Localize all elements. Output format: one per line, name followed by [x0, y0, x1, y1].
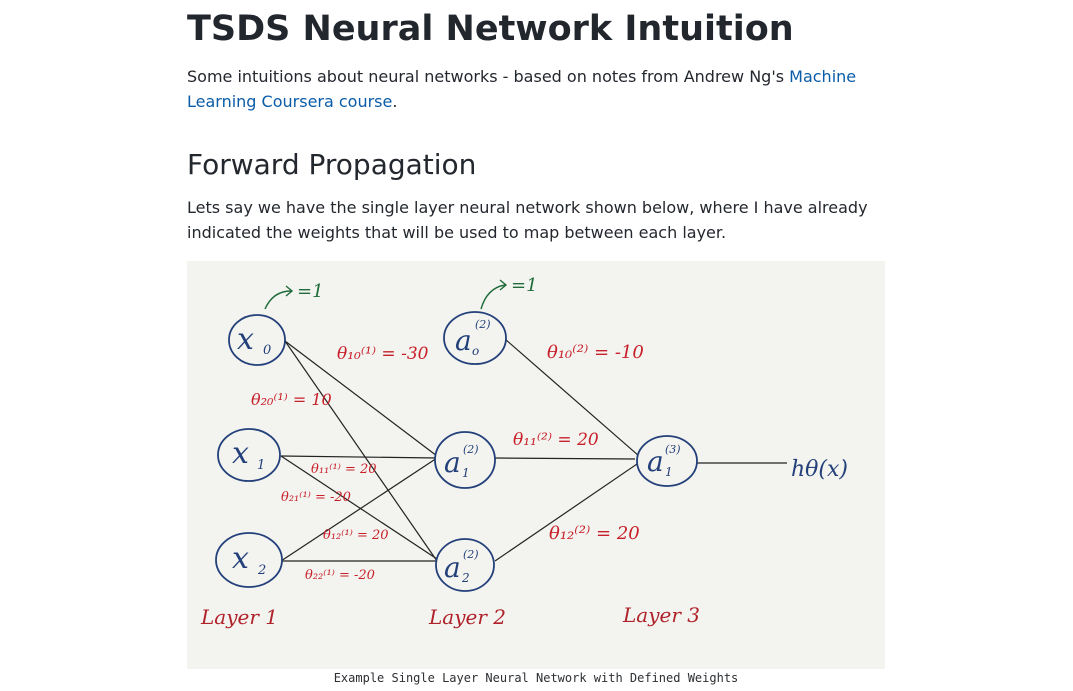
- neural-network-figure: =1 =1 x 0 x 1 x 2 a o (2): [187, 261, 885, 669]
- node-a3-sub: 1: [665, 465, 673, 479]
- weight-theta11-layer2: θ₁₁⁽²⁾ = 20: [513, 430, 599, 450]
- coursera-course-link[interactable]: Machine Learning Coursera course: [187, 67, 857, 111]
- node-a2-label: a: [444, 551, 461, 584]
- node-a1-label: a: [444, 446, 461, 479]
- layer-1-label: Layer 1: [200, 605, 278, 629]
- weight-theta10-layer2: θ₁₀⁽²⁾ = -10: [547, 342, 644, 363]
- node-x2-label: x: [232, 541, 249, 576]
- node-circles: [215, 311, 698, 592]
- node-a2-sup: (2): [463, 548, 479, 561]
- node-a1-sup: (2): [463, 443, 479, 456]
- node-a1-sub: 1: [462, 466, 470, 480]
- intro-paragraph: Some intuitions about neural networks - …: [187, 64, 887, 114]
- layer-labels: Layer 1 Layer 2 Layer 3: [200, 603, 700, 629]
- page-title: TSDS Neural Network Intuition: [187, 9, 794, 49]
- weight-theta22-layer1: θ₂₂⁽¹⁾ = -20: [305, 568, 375, 583]
- node-a0-sub: o: [472, 344, 479, 358]
- node-x0-label: x: [237, 322, 254, 357]
- node-a3-label: a: [647, 445, 664, 478]
- node-a2-sub: 2: [461, 571, 470, 585]
- network-edges: [280, 338, 787, 562]
- layer-3-label: Layer 3: [622, 603, 700, 627]
- weight-labels: θ₁₀⁽¹⁾ = -30 θ₂₀⁽¹⁾ = 10 θ₁₁⁽¹⁾ = 20 θ₂₁…: [251, 342, 644, 583]
- weight-theta21-layer1: θ₂₁⁽¹⁾ = -20: [281, 490, 351, 505]
- body-paragraph: Lets say we have the single layer neural…: [187, 198, 868, 242]
- weight-theta11-layer1: θ₁₁⁽¹⁾ = 20: [311, 462, 377, 477]
- node-x2-sub: 2: [257, 563, 266, 578]
- bias-arrows: [264, 279, 508, 310]
- node-a0-label: a: [455, 324, 472, 357]
- output-hypothesis-label: hθ(x): [791, 457, 848, 482]
- weight-theta10-layer1: θ₁₀⁽¹⁾ = -30: [337, 344, 429, 364]
- node-x1-sub: 1: [257, 458, 265, 473]
- node-x0-sub: 0: [263, 343, 271, 358]
- layer-2-label: Layer 2: [428, 605, 506, 629]
- intro-end: .: [392, 92, 398, 111]
- bias-note-layer2: =1: [511, 275, 538, 296]
- node-labels: x 0 x 1 x 2 a o (2) a 1 (2) a 2 (2) a 1 …: [232, 318, 681, 585]
- neural-network-diagram: =1 =1 x 0 x 1 x 2 a o (2): [187, 261, 885, 669]
- weight-theta12-layer1: θ₁₂⁽¹⁾ = 20: [323, 528, 389, 543]
- node-a0-sup: (2): [475, 318, 491, 331]
- bias-note-layer1: =1: [297, 281, 324, 302]
- node-x1-label: x: [232, 436, 249, 471]
- figure-caption: Example Single Layer Neural Network with…: [333, 671, 739, 685]
- node-a3-sup: (3): [665, 443, 681, 456]
- section-heading-forward-propagation: Forward Propagation: [187, 148, 477, 181]
- weight-theta20-layer1: θ₂₀⁽¹⁾ = 10: [251, 390, 332, 409]
- weight-theta12-layer2: θ₁₂⁽²⁾ = 20: [549, 523, 640, 544]
- intro-text: Some intuitions about neural networks - …: [187, 67, 790, 86]
